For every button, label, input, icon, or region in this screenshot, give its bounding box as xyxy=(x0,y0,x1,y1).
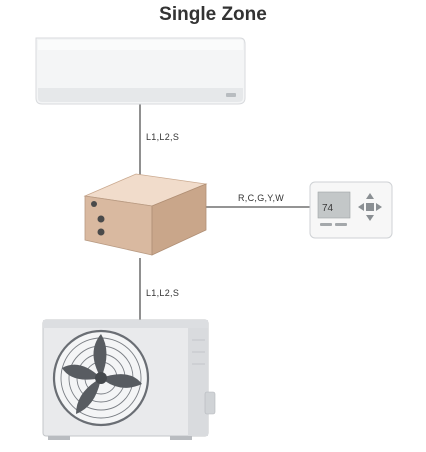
indoor-wire-label: L1,L2,S xyxy=(146,132,180,142)
indoor-unit-led xyxy=(226,93,236,97)
thermostat-dpad xyxy=(358,193,382,221)
thermostat: 74 xyxy=(309,181,393,239)
box-knockout xyxy=(91,201,97,207)
thermostat-display: 74 xyxy=(322,203,334,214)
control-box xyxy=(83,173,208,256)
outdoor-unit xyxy=(42,319,216,440)
diagram-title: Single Zone xyxy=(159,4,267,25)
outdoor-wire-label: L1,L2,S xyxy=(146,288,180,298)
box-knockout xyxy=(97,228,105,236)
thermostat-wire-label: R,C,G,Y,W xyxy=(238,193,285,203)
thermostat-screen xyxy=(317,191,351,219)
fan-grille xyxy=(52,329,150,427)
box-knockout xyxy=(97,215,105,223)
indoor-unit xyxy=(35,37,246,105)
